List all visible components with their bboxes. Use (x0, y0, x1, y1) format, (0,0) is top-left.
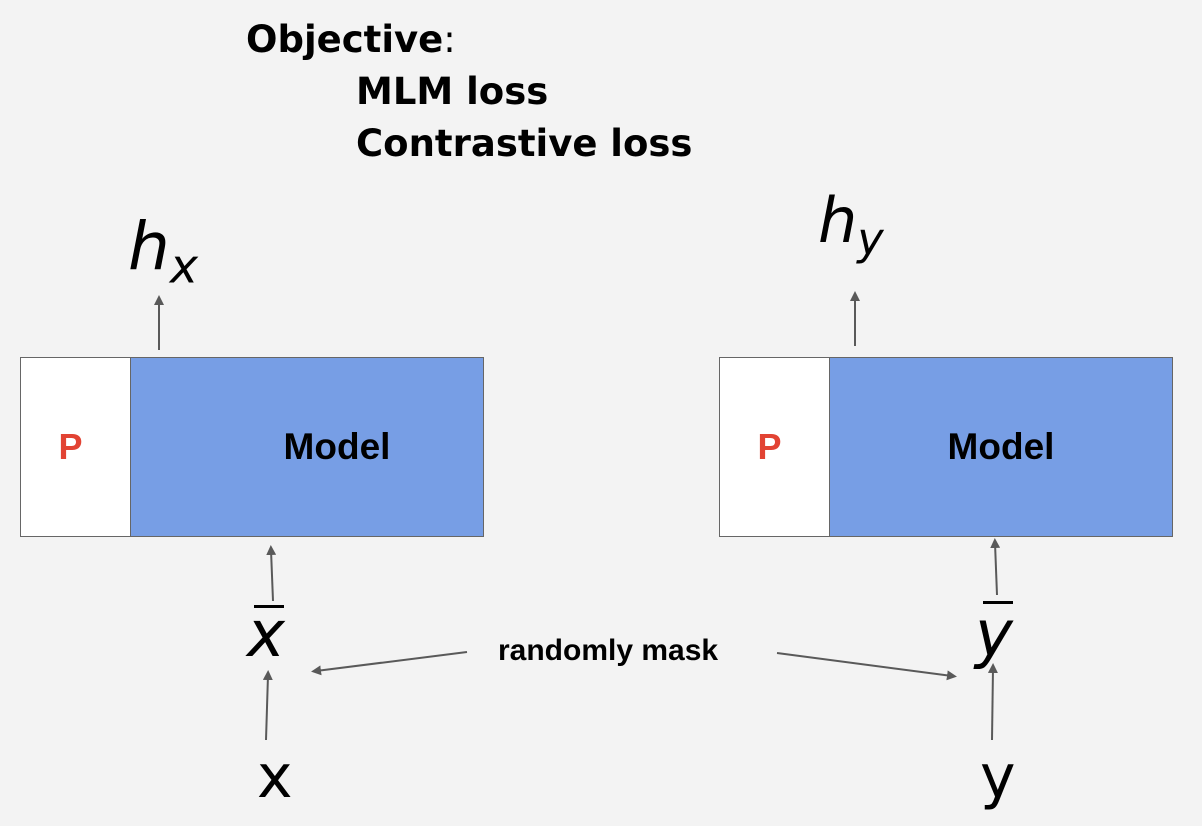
left-prompt-cell: P (21, 358, 131, 536)
right-prompt-cell: P (720, 358, 830, 536)
right-output-hy: hy (818, 184, 884, 266)
objective-item-contrastive: Contrastive loss (356, 122, 693, 165)
raw-input-y: y (980, 742, 1016, 812)
y-bar-overline (983, 601, 1013, 604)
right-prompt-label: P (757, 426, 782, 467)
objective-heading: Objective: (246, 18, 456, 61)
randomly-mask-label: randomly mask (498, 634, 719, 667)
arrow-xbar-to-left-model (266, 545, 277, 602)
arrow-y-to-ybar (987, 663, 998, 741)
left-model-label: Model (283, 426, 391, 467)
arrow-mask-to-ybar (776, 652, 957, 681)
arrow-x-to-xbar (262, 670, 273, 741)
left-encoder-block: P Model (20, 357, 484, 537)
right-model-label: Model (947, 426, 1055, 467)
right-model-cell: Model (830, 358, 1172, 536)
masked-input-y-bar: y (975, 598, 1013, 672)
arrow-mask-to-xbar (311, 651, 468, 676)
x-bar-overline (254, 605, 284, 608)
right-encoder-block: P Model (719, 357, 1173, 537)
left-output-hx: hx (128, 208, 198, 295)
raw-input-x: x (257, 742, 293, 812)
objective-item-mlm: MLM loss (356, 70, 549, 113)
arrow-ybar-to-right-model (990, 538, 1001, 596)
left-prompt-label: P (58, 426, 83, 467)
objective-block: Objective: MLM loss Contrastive loss (246, 14, 692, 170)
left-model-cell: Model (131, 358, 483, 536)
masked-input-x-bar: x (247, 598, 285, 672)
